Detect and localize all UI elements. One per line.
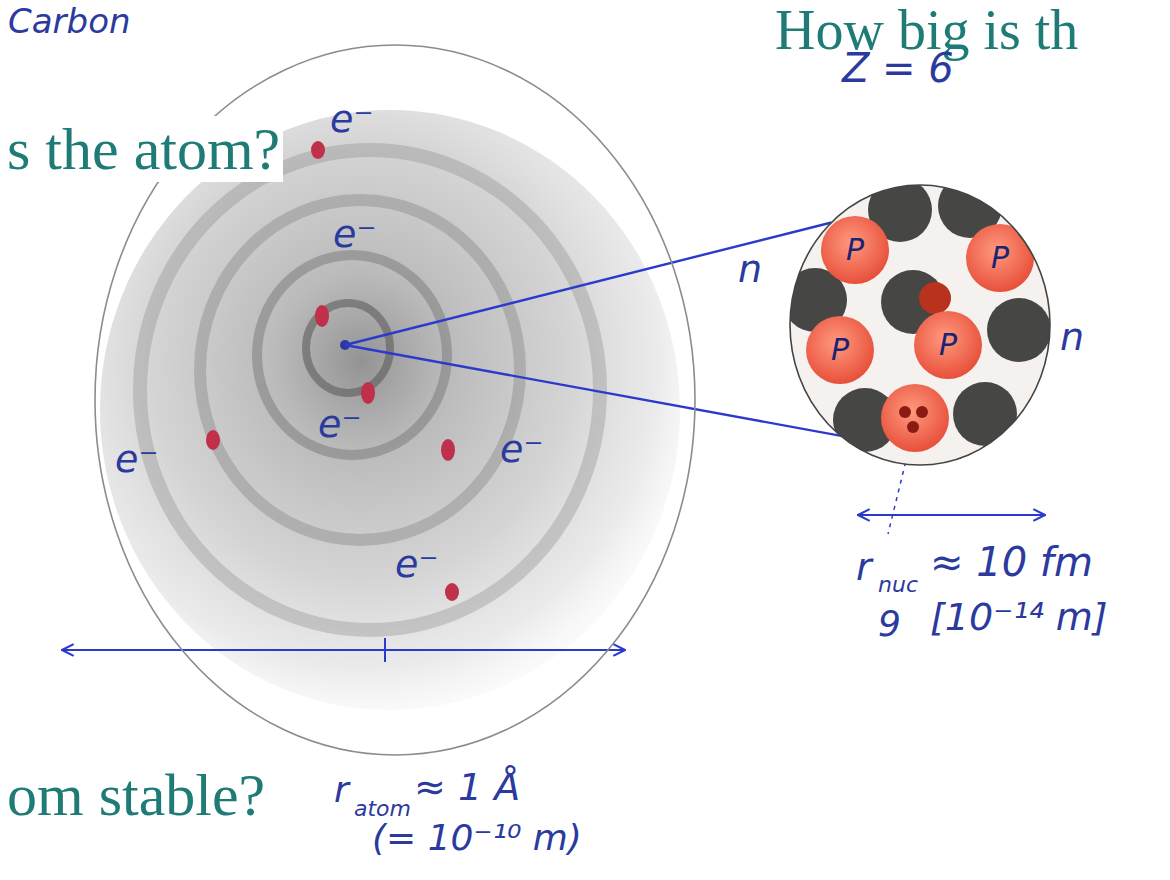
slide-question: s the atom? <box>4 116 283 182</box>
neutron-ball <box>938 174 1002 238</box>
slide-question: om stable? <box>4 762 268 828</box>
nucleus-circle: P P P P <box>785 180 1055 470</box>
nucleus-ground <box>790 185 1050 465</box>
electron-label: e⁻ <box>330 100 373 138</box>
proton-ball <box>881 384 949 452</box>
neutron-ball <box>868 178 932 242</box>
electron-label: e⁻ <box>333 215 376 253</box>
neutron-ball <box>953 382 1017 446</box>
neutron-ball <box>783 268 847 332</box>
leader-line <box>888 436 912 534</box>
electron-dot <box>361 382 375 404</box>
electron-dot <box>445 583 459 601</box>
electron-label: e⁻ <box>115 440 158 478</box>
proton-label: P <box>939 330 957 360</box>
radius-symbol: r <box>856 548 872 586</box>
quark-dot <box>907 421 919 433</box>
proton-label: P <box>991 243 1009 273</box>
electron-dot <box>311 141 325 159</box>
atomic-number: Z = 6 <box>842 48 954 88</box>
nucleus-outline <box>790 185 1050 465</box>
electron-dot <box>206 430 220 450</box>
nucleus-circle <box>785 180 1055 470</box>
radius-value: ≈ 10 fm <box>930 542 1093 582</box>
proton-ball <box>919 282 951 314</box>
element-name: Carbon <box>8 4 131 38</box>
proton-label: P <box>831 335 849 365</box>
quark-dot <box>916 406 928 418</box>
atom-outline <box>95 45 695 755</box>
zoom-line <box>345 345 961 458</box>
electron-cloud <box>100 110 680 710</box>
radius-subscript: atom <box>354 798 411 820</box>
electron-dot <box>441 439 455 461</box>
quark-dot <box>899 406 911 418</box>
electron-label: e⁻ <box>318 405 361 443</box>
proton-label: P <box>846 235 864 265</box>
atom-outline: e⁻ e⁻ e⁻ e⁻ e⁻ e⁻ <box>80 20 700 760</box>
electron-dot <box>315 305 329 327</box>
neutron-ball <box>987 298 1051 362</box>
dimension-arrow <box>62 649 625 651</box>
radius-symbol: r <box>334 772 349 808</box>
proton-ball <box>821 216 889 284</box>
proton-ball <box>806 316 874 384</box>
neutron-ball <box>833 388 897 452</box>
radius-meters: (= 10⁻¹⁰ m) <box>372 820 582 856</box>
electron-label: e⁻ <box>500 430 543 468</box>
cloud-shading <box>306 303 390 393</box>
note-mark: 9 <box>878 606 901 642</box>
atom-outline <box>80 20 700 760</box>
cloud-shading <box>140 150 600 630</box>
cloud-shading <box>200 200 520 540</box>
cloud-shading <box>257 255 447 455</box>
dimension-arrow <box>858 514 1045 516</box>
dimension-tick <box>384 638 386 662</box>
neutron-ball <box>881 270 945 334</box>
electron-label: e⁻ <box>395 545 438 583</box>
proton-ball <box>966 224 1034 292</box>
radius-meters: [10⁻¹⁴ m] <box>930 598 1108 636</box>
neutron-label: n <box>1060 318 1084 356</box>
radius-value: ≈ 1 Å <box>414 768 520 806</box>
slide-question: How big is th <box>772 0 1081 62</box>
zoom-line <box>345 222 831 345</box>
neutron-label: n <box>738 250 762 288</box>
proton-ball <box>914 311 982 379</box>
radius-subscript: nuc <box>878 574 918 596</box>
